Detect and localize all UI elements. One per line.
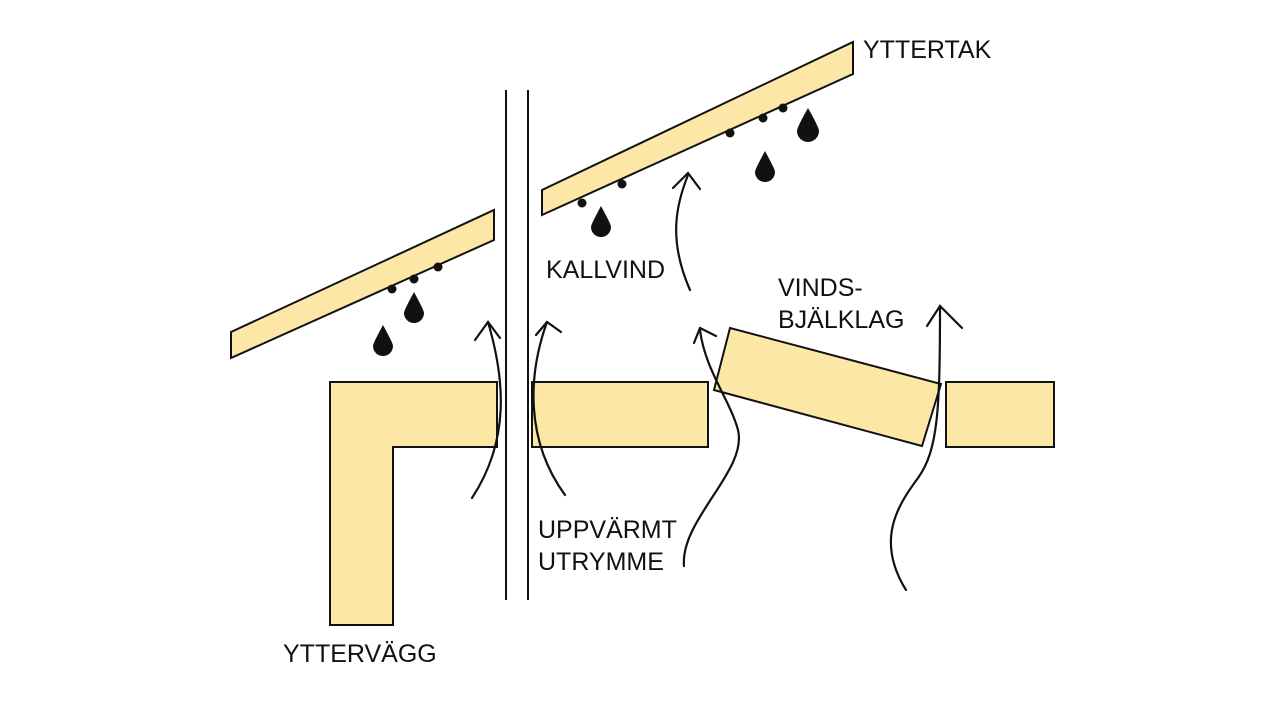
- water-drop-icon: [797, 108, 819, 142]
- water-drop-icon: [591, 206, 611, 237]
- label-kallvind: KALLVIND: [546, 256, 665, 284]
- floor-segment-right: [945, 381, 1055, 448]
- airflow-arrow-icon: [682, 326, 741, 568]
- airflow-arrow-icon: [532, 320, 567, 497]
- water-drop-icon: [404, 292, 424, 323]
- airflow-arrow-icon: [671, 171, 702, 292]
- label-uppvarmt-1: UPPVÄRMT: [538, 516, 677, 544]
- floor-segment-middle: [531, 381, 709, 448]
- condensation-dots: [387, 103, 788, 294]
- label-vindsbjalklag-2: BJÄLKLAG: [778, 306, 904, 334]
- airflow-arrow-icon: [470, 320, 502, 500]
- roof-panel-right: [541, 40, 854, 217]
- label-yttertak: YTTERTAK: [863, 36, 992, 64]
- roof-panel-left: [230, 208, 495, 360]
- label-yttervagg: YTTERVÄGG: [283, 640, 437, 668]
- outer-wall: [329, 381, 498, 626]
- label-uppvarmt-2: UTRYMME: [538, 548, 664, 576]
- airflow-arrow-icon: [889, 304, 964, 592]
- water-drop-icon: [755, 151, 775, 182]
- label-vindsbjalklag-1: VINDS-: [778, 274, 863, 302]
- floor-segment-tilted: [712, 326, 943, 448]
- water-drop-icon: [373, 325, 393, 356]
